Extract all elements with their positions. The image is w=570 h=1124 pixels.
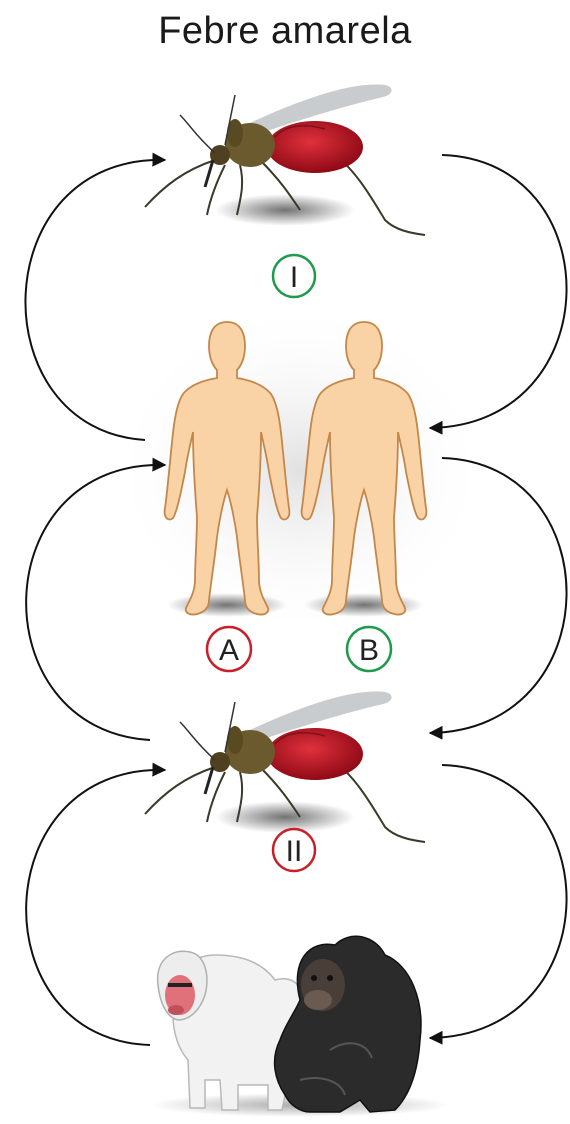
arrow-mosquito-II-to-primates [430, 765, 567, 1038]
svg-text:I: I [290, 261, 298, 294]
chimpanzee-icon [275, 936, 421, 1112]
arrow-primates-to-mosquito-II [26, 770, 165, 1045]
label-cycle-I: I [273, 255, 315, 297]
label-human-B: B [347, 627, 391, 671]
background-glow [110, 300, 490, 640]
mosquito-icon [145, 691, 425, 842]
svg-text:B: B [359, 634, 379, 667]
label-human-A: A [207, 627, 251, 671]
svg-text:II: II [286, 835, 303, 868]
mosquito-icon [145, 84, 425, 235]
svg-text:A: A [219, 634, 239, 667]
label-cycle-II: II [273, 829, 315, 871]
